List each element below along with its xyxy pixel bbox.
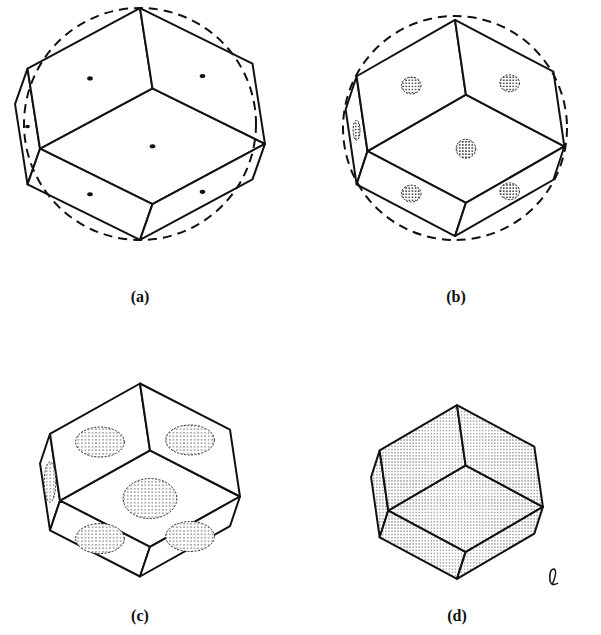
figure-label: (a) [131,288,150,306]
figure-label: (c) [131,607,149,625]
figure-label: (b) [446,288,466,306]
figure-label: (d) [447,607,467,625]
figure-c [40,384,240,577]
dashed-sphere [343,16,567,240]
dashed-sphere [24,8,256,240]
figure-b [346,20,565,236]
figure-a [15,8,265,240]
figure-d [371,405,543,579]
signature-mark [550,569,558,585]
